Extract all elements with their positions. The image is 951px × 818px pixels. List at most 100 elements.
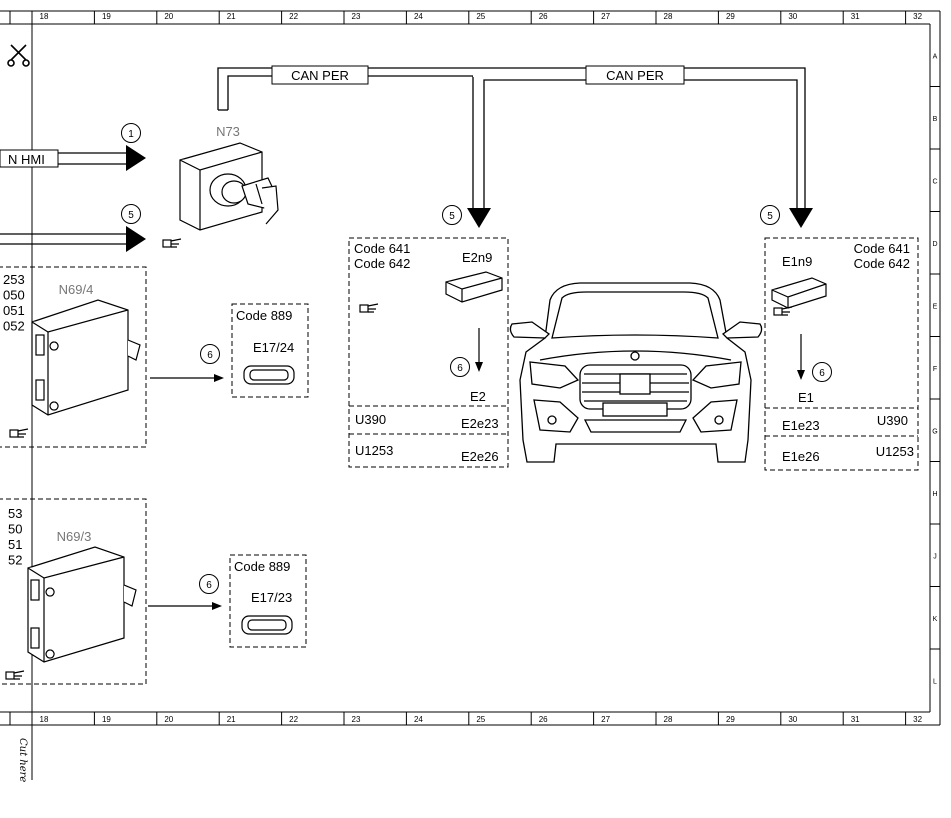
n69-4-arrowhead [214,374,224,382]
lower-input-arrowhead [126,226,146,252]
pointing-hand-icon-e2 [359,303,379,313]
code-item: 050 [3,288,25,303]
e1-code-b: Code 642 [854,256,910,271]
grid-column-label: 21 [227,12,236,21]
e2-row-2-left: U1253 [355,443,393,458]
e2-code-a: Code 641 [354,241,410,256]
grid-column-label: 24 [414,715,423,724]
e1-dashed-box [764,237,919,471]
grid-column-label: 32 [913,715,922,724]
callout-5-e1-number: 5 [767,211,773,222]
e17-24-code: Code 889 [236,308,292,323]
e17-24-lamp-drawing [243,365,295,385]
e17-24-label: E17/24 [253,340,294,355]
grid-column-label: 28 [664,715,673,724]
n69-3-label: N69/3 [57,529,92,544]
grid-column-label: 25 [476,715,485,724]
grid-column-label: 31 [851,715,860,724]
can-per-label-left: CAN PER [291,68,349,83]
bus-arrow-right-headlamp [789,208,813,228]
e2-unit-label: E2 [470,389,486,404]
grid-column-label: 31 [851,12,860,21]
pointing-hand-icon-n69-4 [9,428,29,438]
n69-4-module-drawing [31,299,141,416]
e2-row-1-left: U390 [355,412,386,427]
e17-23-lamp-drawing [241,615,293,635]
callout-6-e1: 6 [812,362,832,382]
e17-24-dashed-box [231,303,309,398]
e1-internal-arrowhead [797,370,805,380]
callout-6-n69-4: 6 [200,344,220,364]
e2n9-label: E2n9 [462,250,492,265]
callout-6-n69-4-number: 6 [207,350,213,361]
n69-4-label: N69/4 [59,282,94,297]
e2-code-b: Code 642 [354,256,410,271]
can-per-label-box-right [585,65,685,85]
e2-row-2-right: E2e26 [461,449,499,464]
grid-row-label: A [933,53,938,60]
grid-column-label: 19 [102,12,111,21]
code-item: 50 [8,522,22,537]
callout-1: 1 [121,123,141,143]
hmi-label-box [0,149,59,168]
bus-arrow-left-headlamp [467,208,491,228]
callout-6-e2: 6 [450,357,470,377]
vehicle-front-icon [509,282,763,463]
e2-dashed-box [348,237,509,468]
can-per-junction [473,75,484,77]
n69-4-dashed-box [0,266,147,448]
grid-column-ticks [9,11,907,725]
grid-column-label: 22 [289,12,298,21]
callout-6-n69-3: 6 [199,574,219,594]
grid-column-labels: 1818191920202121222223232424252526262727… [40,12,923,724]
scissors-icon [7,44,30,67]
grid-column-label: 20 [164,715,173,724]
code-item: 253 [3,272,25,287]
hmi-label: N HMI [8,152,45,167]
cut-here-label: Cut here [17,738,28,782]
grid-row-ticks [930,86,940,650]
grid-row-label: E [933,303,938,310]
grid-column-label: 27 [601,12,610,21]
grid-column-label: 19 [102,715,111,724]
code-item: 051 [3,303,25,318]
grid-column-label: 32 [913,12,922,21]
callout-5-e1: 5 [760,205,780,225]
grid-column-label: 23 [352,715,361,724]
callout-5-e2-number: 5 [449,211,455,222]
e1-row-1-right: U390 [877,413,908,428]
e2-internal-arrowhead [475,362,483,372]
code-item: 052 [3,319,25,334]
e1-row-2-right: U1253 [876,444,914,459]
grid-row-label: C [932,178,937,185]
n73-label: N73 [216,124,240,139]
grid-row-label: J [933,553,937,560]
n69-3-arrowhead [212,602,222,610]
e17-23-label: E17/23 [251,590,292,605]
grid-column-label: 27 [601,715,610,724]
callout-5-input-number: 5 [128,210,134,221]
grid-column-label: 24 [414,12,423,21]
grid-column-label: 18 [40,12,49,21]
grid-row-label: H [932,491,937,498]
callout-6-n69-3-number: 6 [206,580,212,591]
grid-column-label: 23 [352,12,361,21]
grid-row-label: L [933,678,937,685]
can-per-label-box-left [271,65,369,85]
code-item: 53 [8,506,22,521]
grid-column-label: 18 [40,715,49,724]
callout-5-input: 5 [121,204,141,224]
callout-6-e1-number: 6 [819,368,825,379]
e1-row-1-left: E1e23 [782,418,820,433]
n69-3-dashed-box [0,498,147,685]
grid-row-label: G [932,428,937,435]
grid-column-label: 30 [788,12,797,21]
grid-row-label: B [933,116,938,123]
grid-column-label: 26 [539,12,548,21]
grid-column-label: 22 [289,715,298,724]
code-item: 51 [8,537,22,552]
pointing-hand-icon [162,238,182,248]
callout-5-e2: 5 [442,205,462,225]
